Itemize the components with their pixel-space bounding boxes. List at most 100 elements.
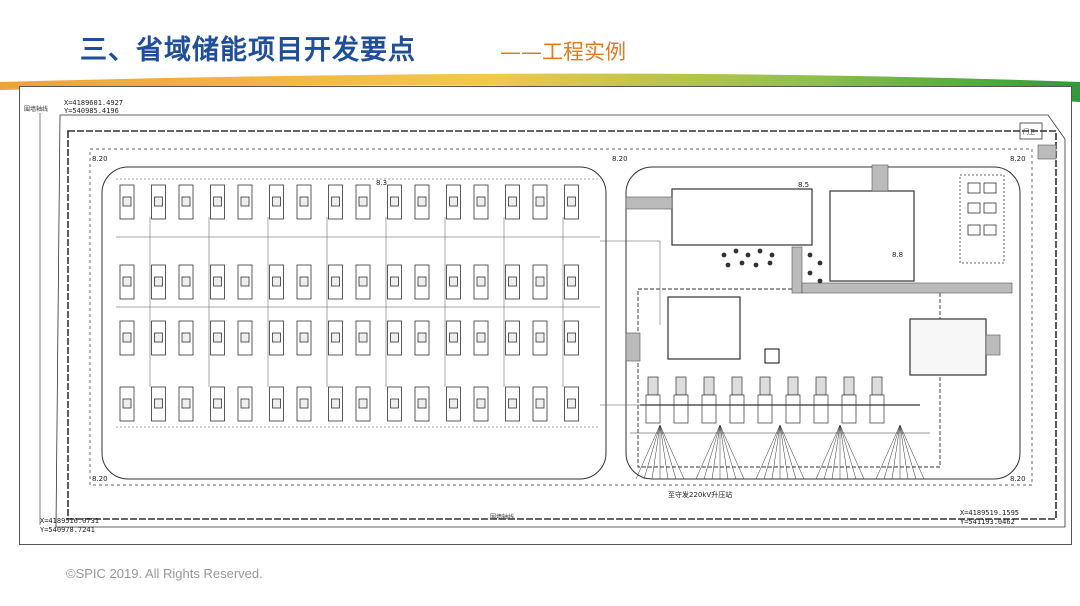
outgoing-line (839, 424, 865, 480)
aux-building (909, 318, 987, 376)
outgoing-line (815, 424, 841, 480)
coord-bottom-left-y: Y=540978.7241 (40, 526, 95, 534)
outgoing-line (719, 424, 729, 480)
pcs-unit (567, 398, 576, 409)
pcs-unit (213, 398, 222, 409)
shrub-symbol (767, 260, 773, 266)
outgoing-line (891, 424, 901, 480)
outgoing-line (883, 424, 901, 480)
outgoing-line (711, 424, 721, 480)
pcs-unit (358, 332, 368, 343)
pcs-unit (213, 332, 222, 343)
corner-elev-bl: 8.20 (92, 475, 108, 483)
corner-elev-tr-right: 8.20 (1010, 155, 1026, 163)
pcs-unit (154, 332, 163, 343)
elevation-control-area: 8.5 (798, 181, 809, 189)
switchgear-bay (757, 394, 773, 424)
outgoing-line (651, 424, 661, 480)
pcs-unit (299, 398, 309, 409)
shrub-symbol (753, 262, 759, 268)
pcs-unit (213, 276, 222, 287)
site-plan-svg: X=4189601.4927 Y=540985.4196 X=4189516.0… (24, 99, 1066, 534)
switchgear-cabinet (759, 376, 771, 396)
pcs-unit (272, 398, 281, 409)
coord-bottom-left-x: X=4189516.0731 (40, 517, 99, 525)
outgoing-line (875, 424, 901, 480)
outgoing-line (703, 424, 721, 480)
shrub-symbol (725, 262, 731, 268)
pcs-unit (535, 276, 545, 287)
control-building (671, 188, 813, 246)
shrub-symbol (817, 278, 823, 284)
switchgear-cabinet (787, 376, 799, 396)
pcs-unit (272, 196, 281, 207)
pcs-unit (358, 398, 368, 409)
outgoing-line (695, 424, 721, 480)
pcs-unit (508, 276, 517, 287)
outgoing-line (839, 424, 849, 480)
pcs-unit (449, 276, 458, 287)
switchgear-bay (729, 394, 745, 424)
pcs-unit (390, 276, 399, 287)
pcs-unit (449, 196, 458, 207)
outgoing-line (839, 424, 857, 480)
coord-bottom-right-x: X=4189519.1595 (960, 509, 1019, 517)
outgoing-line (899, 424, 925, 480)
pcs-unit (476, 398, 486, 409)
pcs-unit (449, 398, 458, 409)
pcs-unit (508, 398, 517, 409)
switchgear-cabinet (647, 376, 659, 396)
pcs-unit (331, 276, 340, 287)
pcs-unit (567, 332, 576, 343)
cable-route (600, 240, 661, 325)
pcs-unit (181, 276, 191, 287)
shrub-symbol (721, 252, 727, 258)
switchgear-cabinet (703, 376, 715, 396)
pcs-unit (508, 332, 517, 343)
pcs-unit (535, 332, 545, 343)
switchgear-bay (673, 394, 689, 424)
pcs-unit (154, 196, 163, 207)
outgoing-line (659, 424, 669, 480)
pcs-unit (299, 196, 309, 207)
corner-elev-tr-left: 8.20 (612, 155, 628, 163)
shrub-symbol (769, 252, 775, 258)
small-box (764, 348, 780, 364)
pcs-unit (240, 276, 250, 287)
pcs-unit (358, 276, 368, 287)
corner-elev-br: 8.20 (1010, 475, 1026, 483)
pcs-unit (567, 196, 576, 207)
pcs-unit (390, 332, 399, 343)
header-swoosh (0, 73, 1080, 102)
pcs-unit (331, 332, 340, 343)
outgoing-line (779, 424, 797, 480)
switchgear-cabinet (843, 376, 855, 396)
gate-label: 门卫 (1023, 128, 1035, 136)
pcs-unit (567, 276, 576, 287)
pcs-unit (331, 196, 340, 207)
outgoing-line (755, 424, 781, 480)
pcs-unit (476, 332, 486, 343)
slide-title: 三、省域储能项目开发要点 (80, 35, 416, 66)
pcs-unit (417, 196, 427, 207)
shrub-symbol (745, 252, 751, 258)
pcs-unit (535, 196, 545, 207)
pcs-unit (122, 398, 132, 409)
outgoing-line (763, 424, 781, 480)
coord-bottom-right-y: Y=541193.0462 (960, 518, 1015, 526)
pcs-unit (390, 398, 399, 409)
pcs-unit (390, 196, 399, 207)
pcs-unit (122, 196, 132, 207)
switchgear-cabinet (731, 376, 743, 396)
outgoing-line (899, 424, 917, 480)
pcs-unit (417, 276, 427, 287)
pcs-unit (154, 398, 163, 409)
outgoing-line (831, 424, 841, 480)
pcs-unit (240, 398, 250, 409)
outgoing-line (659, 424, 685, 480)
switchgear-cabinet (675, 376, 687, 396)
pcs-unit (272, 332, 281, 343)
pcs-unit (240, 332, 250, 343)
elevation-battery-area: 8.3 (376, 179, 387, 187)
pcs-unit (272, 276, 281, 287)
